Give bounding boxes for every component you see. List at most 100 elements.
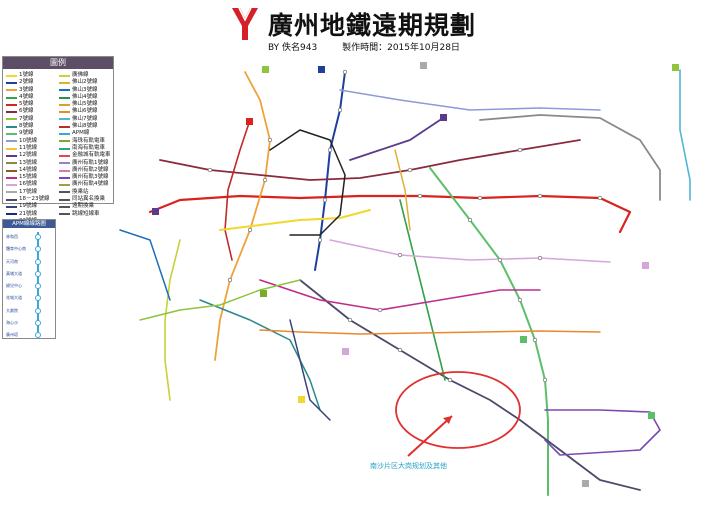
legend-swatch [6, 111, 17, 114]
line-cyan-east [679, 69, 691, 201]
legend-label: 跳線短線車 [72, 210, 100, 217]
date-label: 製作時間：2015年10月28日 [342, 43, 460, 53]
legend-swatch [59, 140, 70, 143]
legend-swatch [6, 205, 17, 208]
legend-swatch [6, 169, 17, 172]
line-navy-diagonal [299, 279, 641, 491]
legend-swatch [59, 133, 70, 136]
legend-swatch [6, 162, 17, 165]
legend-label: 6號線 [19, 108, 34, 115]
legend-label: 7號線 [19, 115, 34, 122]
legend-label: 佛山3號線 [72, 86, 98, 93]
legend-label: 廣佛線 [72, 72, 89, 78]
legend-label: 同站異名換乘 [72, 196, 106, 203]
legend-label: 金融城有軌電車 [72, 152, 111, 159]
legend-label: 9號線 [19, 130, 34, 137]
legend-swatch [59, 184, 70, 187]
legend-label: 佛山5號線 [72, 101, 98, 108]
legend-swatch [6, 184, 17, 187]
legend-label: 佛山8號線 [72, 123, 98, 130]
legend-item: 12號線 [6, 152, 50, 159]
legend-swatch [59, 74, 70, 77]
legend-swatch [59, 162, 70, 165]
legend-item: 佛山2號線 [59, 79, 111, 86]
legend-item: 17號線 [6, 189, 50, 196]
legend-label: 佛山4號線 [72, 93, 98, 100]
annotation-arrowhead [443, 416, 452, 424]
apm-station: 大劇院 [6, 307, 18, 313]
legend-label: 18－23號線 [19, 196, 50, 203]
legend-swatch [59, 198, 70, 201]
line-gold [394, 149, 411, 231]
apm-station: 林和西 [6, 234, 18, 239]
apm-station: 海心沙 [6, 319, 18, 325]
line-violet-south [544, 409, 661, 456]
legend-item: 遠期換乘 [59, 203, 111, 210]
line-red-ew [148, 194, 632, 234]
annotation-note: 南沙片区大岗规划及其他 [370, 462, 447, 470]
legend-swatch [6, 81, 17, 84]
apm-station-dot [35, 234, 41, 240]
legend-item: 廣州有軌2號線 [59, 167, 111, 174]
legend-item: 南海有軌電車 [59, 145, 111, 152]
legend-item: 廣佛線 [59, 72, 111, 79]
line-olive [164, 239, 181, 401]
legend-item: 11號線 [6, 145, 50, 152]
legend-label: 廣州有軌3號線 [72, 174, 109, 181]
legend-item: 14號線 [6, 167, 50, 174]
legend-title: 圖例 [3, 57, 113, 69]
guangzhou-metro-logo [232, 7, 258, 40]
legend-swatch [6, 191, 17, 194]
highlight-ellipse [395, 371, 521, 449]
legend-swatch [6, 103, 17, 106]
legend-item: 廣州有軌3號線 [59, 174, 111, 181]
legend-label: 16號線 [19, 181, 37, 188]
apm-station: 天河南 [6, 258, 18, 264]
legend-item: 佛山7號線 [59, 116, 111, 123]
legend-label: 佛山7號線 [72, 115, 98, 122]
legend-swatch [59, 103, 70, 106]
legend-label: 5號線 [19, 101, 34, 108]
apm-inset: APM線線路圖 林和西體育中心南天河南黃埔大道婦兒中心花城大道大劇院海心沙廣州塔 [2, 219, 56, 339]
line-darkred [159, 139, 581, 181]
legend-swatch [59, 111, 70, 114]
legend-label: 3號線 [19, 86, 34, 93]
line-darkgreen [399, 199, 446, 381]
apm-station: 體育中心南 [6, 246, 26, 252]
legend-item: 4號線 [6, 94, 50, 101]
legend-item: 跳線短線車 [59, 211, 111, 218]
annotation-arrow [407, 415, 453, 457]
legend-swatch [6, 118, 17, 121]
page-title: 廣州地鐵遠期規劃 [268, 11, 477, 40]
legend-item: 佛山5號線 [59, 101, 111, 108]
legend-item: 同站異名換乘 [59, 196, 111, 203]
apm-station: 黃埔大道 [6, 270, 22, 276]
legend-item: APM線 [59, 130, 111, 137]
legend-swatch [59, 205, 70, 208]
legend-label: 遠期換乘 [72, 203, 95, 210]
legend-item: 9號線 [6, 130, 50, 137]
apm-title: APM線線路圖 [3, 220, 55, 228]
line-magenta [259, 279, 541, 311]
legend-label: 廣州有軌4號線 [72, 181, 109, 188]
apm-station: 廣州塔 [6, 332, 18, 337]
legend-label: 佛山6號線 [72, 108, 98, 115]
legend-swatch [6, 96, 17, 99]
legend-swatch [6, 125, 17, 128]
line-lightblue [339, 89, 601, 111]
line-lightgreen-west [139, 279, 301, 321]
line-crimson [224, 119, 251, 261]
legend-label: 8號線 [19, 123, 34, 130]
legend-item: 換乘站 [59, 189, 111, 196]
legend-swatch [6, 176, 17, 179]
legend-item: 21號線 [6, 211, 50, 218]
apm-station: 花城大道 [6, 295, 22, 301]
author-label: BY 佚名943 [268, 43, 318, 53]
legend-item: 15號線 [6, 174, 50, 181]
legend-swatch [59, 89, 70, 92]
legend-swatch [6, 213, 17, 216]
